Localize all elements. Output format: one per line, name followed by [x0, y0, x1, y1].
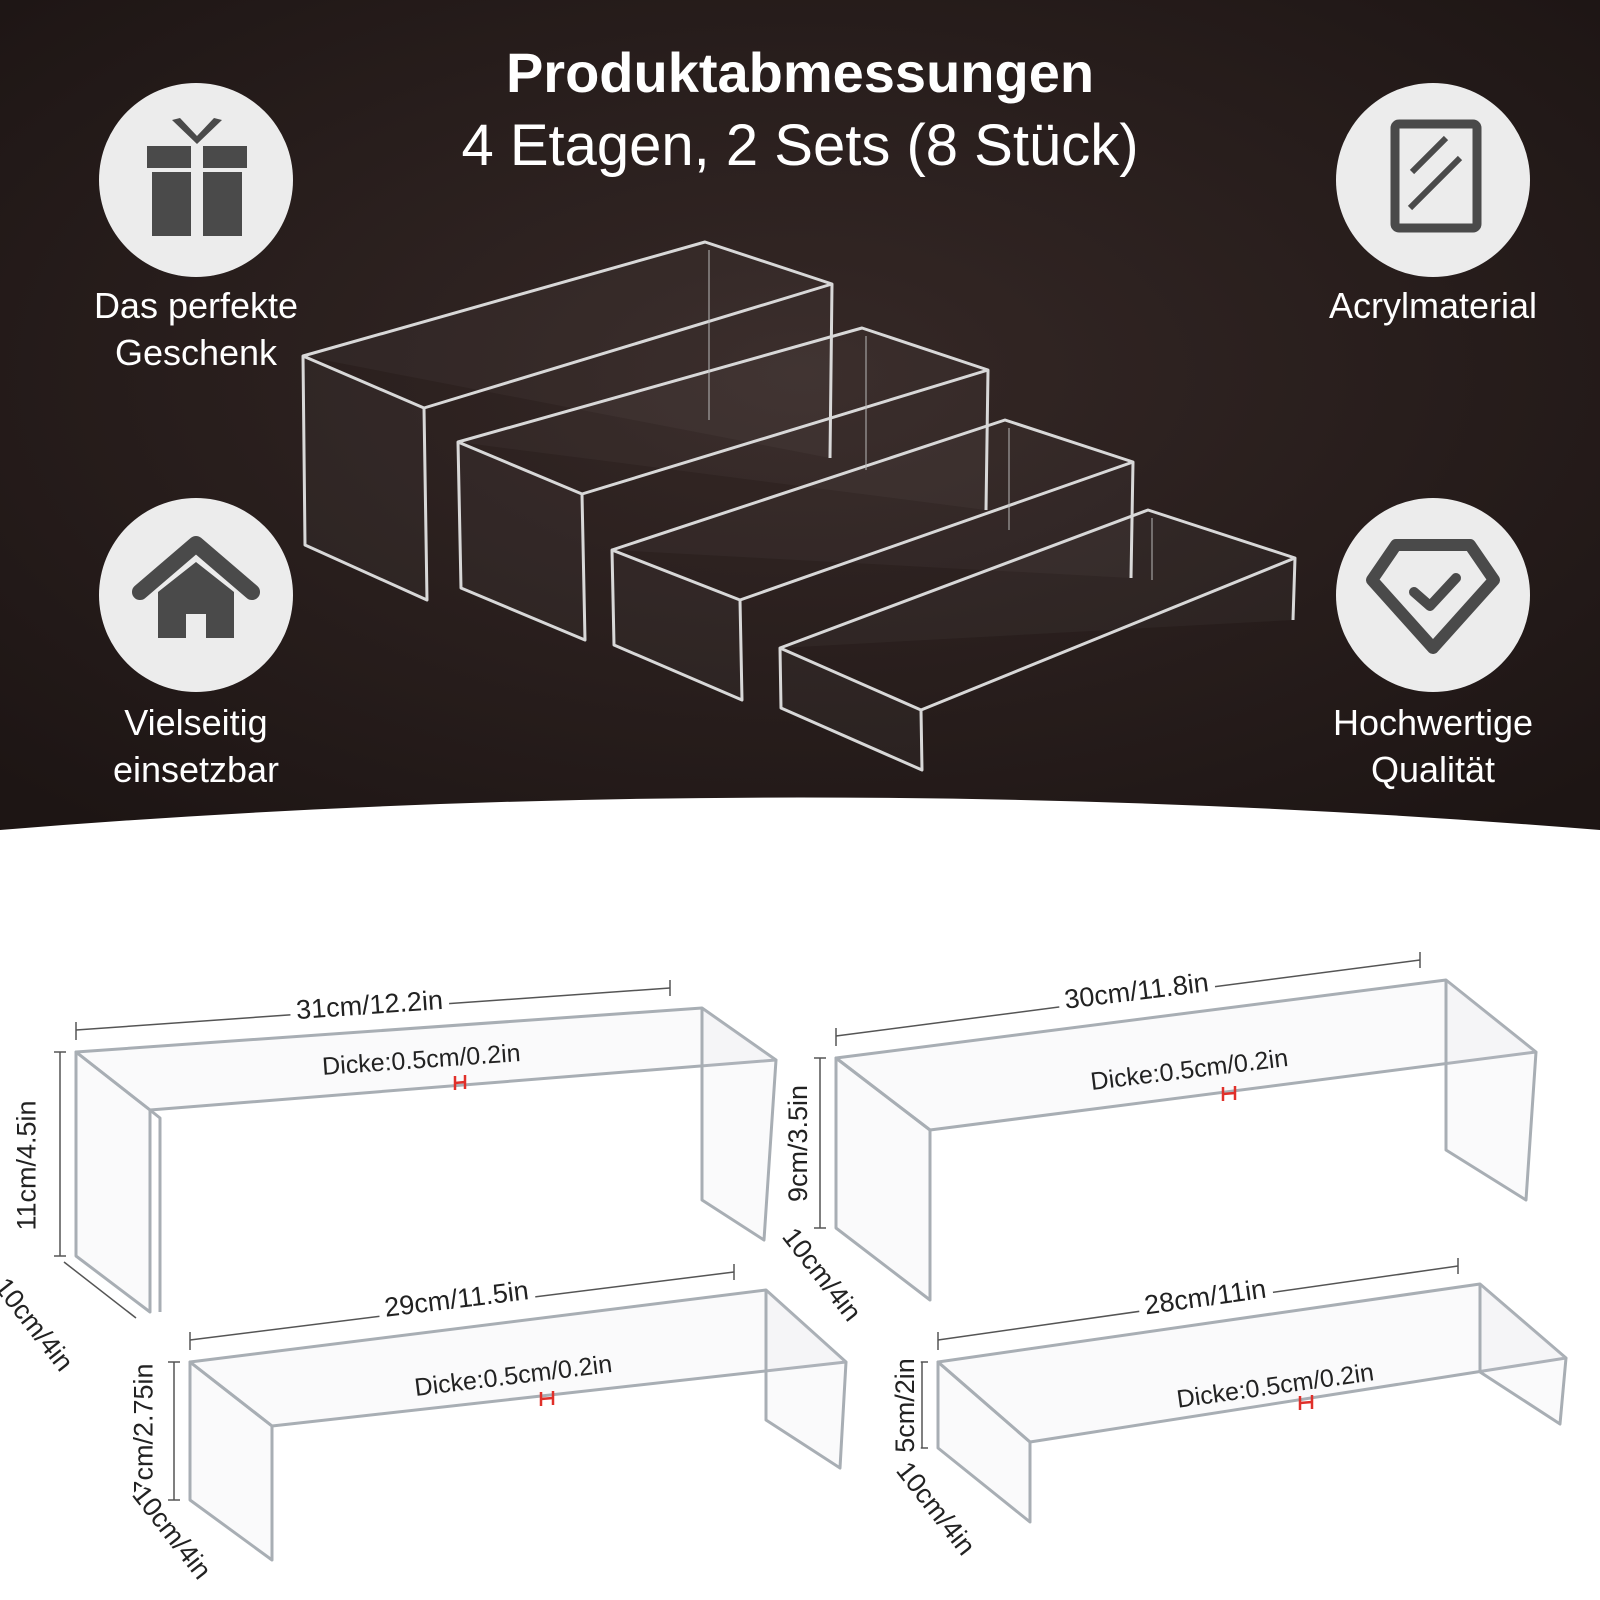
riser-2-height-label: 9cm/3.5in: [783, 1084, 815, 1203]
riser-1-drawing: [74, 1006, 778, 1314]
thickness-marker-4: [1298, 1395, 1314, 1410]
thickness-marker-2: [1221, 1086, 1237, 1101]
riser-set-highlights: [708, 250, 1153, 580]
page-subtitle: 4 Etagen, 2 Sets (8 Stück): [461, 113, 1139, 178]
feature-label-quality: Hochwertige Qualität: [1332, 702, 1534, 790]
feature-label-versatile: Vielseitig einsetzbar: [112, 702, 280, 790]
feature-label-acrylic: Acrylmaterial: [1328, 285, 1538, 326]
feature-label-gift: Das perfekte Geschenk: [93, 285, 299, 373]
riser-3-height-label: 7cm/2.75in: [128, 1363, 160, 1496]
riser-2-drawing: [834, 978, 1538, 1302]
gift-icon: [99, 83, 293, 277]
acrylic-sheet-icon: [1336, 83, 1530, 277]
thickness-marker-3: [539, 1391, 555, 1406]
thickness-marker-1: [453, 1075, 467, 1090]
dark-banner: [0, 0, 1600, 830]
riser-4-height-label: 5cm/2in: [889, 1358, 921, 1453]
page-title: Produktabmessungen: [505, 41, 1095, 104]
house-icon: [99, 498, 293, 692]
riser-set-photo: [301, 240, 1297, 772]
riser-1-height-label: 11cm/4.5in: [11, 1100, 42, 1231]
diamond-check-icon: [1336, 498, 1530, 692]
riser-4-drawing: [936, 1282, 1568, 1524]
riser-3-drawing: [188, 1288, 848, 1562]
